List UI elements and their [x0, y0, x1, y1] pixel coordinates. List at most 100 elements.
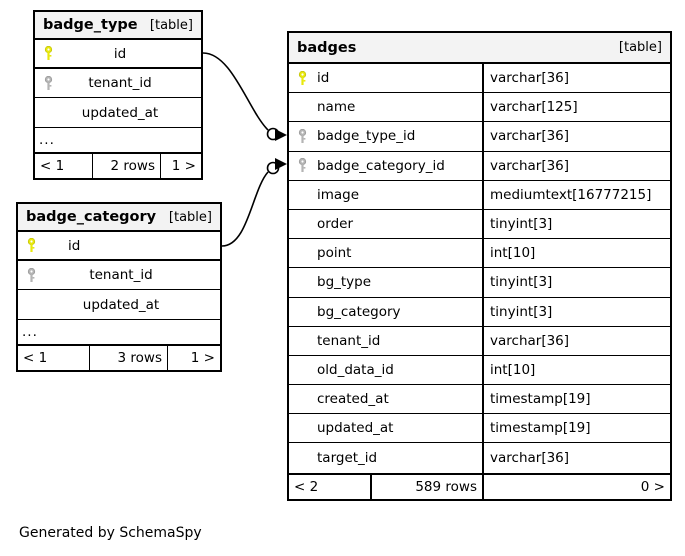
table-badges-name-cell: image: [289, 180, 484, 209]
table-badges-row-image[interactable]: image mediumtext[16777215]: [289, 180, 670, 210]
table-badge_type-row-id[interactable]: id: [35, 40, 201, 69]
table-badges-row-order[interactable]: order tinyint[3]: [289, 209, 670, 240]
table-badges-column-name: tenant_id: [317, 332, 381, 349]
table-badges-name-cell: name: [289, 93, 484, 122]
primary-key-icon: [18, 238, 44, 253]
table-badges-row-badge_type_id[interactable]: badge_type_id varchar[36]: [289, 122, 670, 152]
table-badges[interactable]: badges [table] id varchar[36] name varch…: [287, 31, 672, 501]
table-badge_type-column-name: tenant_id: [88, 75, 152, 91]
table-badge_category-row-count: 3 rows: [90, 346, 168, 370]
table-badge_category-prev-button[interactable]: < 1: [18, 346, 90, 370]
table-badges-row-point[interactable]: point int[10]: [289, 239, 670, 269]
table-badges-name-cell: point: [289, 239, 484, 268]
table-badges-name-cell: created_at: [289, 385, 484, 414]
relationship-badge-category-to-badges: [221, 171, 269, 247]
table-badges-column-type: timestamp[19]: [490, 420, 591, 437]
table-badge_category-row-tenant_id[interactable]: tenant_id: [18, 261, 220, 290]
table-badges-name-cell: updated_at: [289, 414, 484, 443]
generated-by-caption: Generated by SchemaSpy: [19, 525, 202, 541]
table-badges-type-label: [table]: [618, 40, 662, 55]
foreign-key-icon: [289, 128, 315, 144]
table-badges-column-name: point: [317, 245, 352, 262]
table-badges-row-updated_at[interactable]: updated_at timestamp[19]: [289, 414, 670, 444]
table-badges-column-type: int[10]: [490, 361, 536, 378]
table-badge_type-name: badge_type: [43, 17, 138, 33]
table-badge_type-type-label: [table]: [149, 17, 193, 33]
table-badges-column-name: created_at: [317, 391, 389, 408]
table-badge_category-column-name: id: [68, 237, 81, 254]
table-badge_type-column-name: updated_at: [81, 104, 159, 121]
table-badges-column-name: updated_at: [317, 420, 394, 437]
table-badge_type-more-columns: ...: [35, 127, 201, 154]
table-badges-row-id[interactable]: id varchar[36]: [289, 64, 670, 94]
relationship-badge-type-to-badges: [202, 52, 269, 131]
table-badge_category-footer: < 1 3 rows 1 >: [18, 346, 220, 370]
table-badge_type[interactable]: badge_type [table] id tenant_id updated_…: [33, 10, 203, 180]
table-badges-column-type: varchar[36]: [490, 450, 570, 467]
table-badges-name-cell: order: [289, 209, 484, 239]
table-badge_type-footer: < 1 2 rows 1 >: [35, 154, 201, 178]
table-badges-row-created_at[interactable]: created_at timestamp[19]: [289, 385, 670, 415]
primary-key-icon: [35, 46, 61, 61]
foreign-key-icon: [18, 267, 44, 283]
table-badges-column-type: tinyint[3]: [490, 303, 553, 320]
table-badges-column-name: image: [317, 186, 360, 203]
table-badges-row-old_data_id[interactable]: old_data_id int[10]: [289, 355, 670, 386]
table-badge_type-row-updated_at[interactable]: updated_at: [35, 98, 201, 127]
relationship-endpoint-circle: [266, 161, 280, 175]
table-badges-column-type: mediumtext[16777215]: [490, 186, 652, 203]
table-badges-column-name: name: [317, 99, 356, 116]
table-badges-name-cell: badge_category_id: [289, 151, 484, 180]
table-badge_category-row-id[interactable]: id: [18, 232, 220, 261]
table-badges-name-cell: bg_type: [289, 268, 484, 297]
foreign-key-icon: [289, 158, 315, 173]
table-badge_type-next-button[interactable]: 1 >: [171, 158, 196, 174]
foreign-key-icon: [35, 75, 61, 91]
table-badges-column-name: id: [317, 70, 330, 87]
primary-key-icon: [289, 70, 315, 86]
table-badges-column-name: bg_type: [317, 274, 372, 291]
table-badge_category-row-updated_at[interactable]: updated_at: [18, 290, 220, 319]
table-badge_type-header: badge_type [table]: [35, 12, 201, 40]
table-badges-column-type: varchar[36]: [490, 332, 570, 349]
table-badge_type-row-count: 2 rows: [93, 154, 161, 178]
table-badge_type-column-name: id: [113, 45, 127, 62]
table-badges-row-bg_type[interactable]: bg_type tinyint[3]: [289, 268, 670, 298]
relationship-arrowhead: [275, 129, 287, 141]
table-badges-column-name: old_data_id: [317, 361, 394, 378]
table-badges-header: badges [table]: [289, 33, 670, 64]
relationship-arrowhead: [275, 158, 287, 170]
table-badges-column-type: varchar[36]: [490, 157, 570, 174]
table-badges-column-name: order: [317, 216, 353, 233]
table-badge_category-name: badge_category: [26, 209, 157, 225]
table-badges-row-tenant_id[interactable]: tenant_id varchar[36]: [289, 326, 670, 356]
table-badge_type-prev-button[interactable]: < 1: [35, 154, 93, 178]
table-badges-column-type: varchar[36]: [490, 128, 570, 145]
table-badges-column-name: badge_type_id: [317, 128, 416, 145]
table-badges-row-target_id[interactable]: target_id varchar[36]: [289, 443, 670, 473]
table-badges-column-name: bg_category: [317, 303, 401, 320]
table-badges-row-count: 589 rows: [372, 474, 484, 499]
table-badges-name-cell: tenant_id: [289, 326, 484, 355]
table-badges-prev-button[interactable]: < 2: [289, 474, 372, 499]
table-badges-name: badges: [297, 39, 357, 56]
table-badge_category-type-label: [table]: [168, 209, 212, 225]
table-badges-column-name: target_id: [317, 450, 378, 467]
table-badges-column-type: varchar[36]: [490, 70, 570, 87]
table-badges-name-cell: badge_type_id: [289, 122, 484, 151]
table-badge_category-header: badge_category [table]: [18, 204, 220, 232]
table-badge_category-next-button[interactable]: 1 >: [190, 350, 215, 366]
table-badge_category[interactable]: badge_category [table] id tenant_id upda…: [16, 202, 222, 372]
table-badges-next-button[interactable]: 0 >: [640, 478, 665, 495]
table-badges-column-type: tinyint[3]: [490, 274, 553, 291]
table-badges-footer: < 2 589 rows 0 >: [289, 472, 670, 499]
table-badges-column-type: timestamp[19]: [490, 391, 591, 408]
table-badges-column-type: int[10]: [490, 245, 536, 262]
relationship-endpoint-circle: [266, 127, 280, 141]
table-badges-row-name[interactable]: name varchar[125]: [289, 93, 670, 123]
table-badge_category-more-columns: ...: [18, 319, 220, 346]
table-badges-row-bg_category[interactable]: bg_category tinyint[3]: [289, 297, 670, 327]
table-badge_type-row-tenant_id[interactable]: tenant_id: [35, 69, 201, 98]
table-badges-row-badge_category_id[interactable]: badge_category_id varchar[36]: [289, 151, 670, 181]
